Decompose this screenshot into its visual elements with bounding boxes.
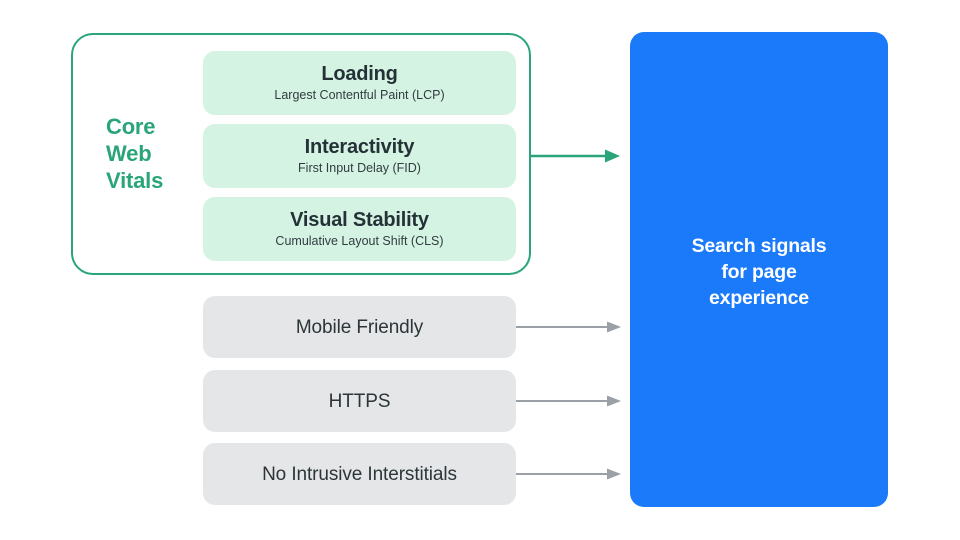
- signal-label-no-intrusive-interstitials: No Intrusive Interstitials: [262, 463, 457, 485]
- metric-title-interactivity: Interactivity: [304, 136, 415, 158]
- https-arrow-icon: [516, 395, 621, 407]
- core-web-vitals-group-label: Core Web Vitals: [106, 114, 164, 193]
- metric-subtitle-visual-stability: Cumulative Layout Shift (CLS): [275, 234, 444, 248]
- metric-card-interactivity: Interactivity First Input Delay (FID): [203, 124, 516, 188]
- signal-box-no-intrusive-interstitials: No Intrusive Interstitials: [203, 443, 516, 505]
- mobile-friendly-arrow-icon: [516, 321, 621, 333]
- no-intrusive-interstitials-arrow-icon: [516, 468, 621, 480]
- metric-card-loading: Loading Largest Contentful Paint (LCP): [203, 51, 516, 115]
- signal-box-https: HTTPS: [203, 370, 516, 432]
- signal-box-mobile-friendly: Mobile Friendly: [203, 296, 516, 358]
- core-web-vitals-arrow-icon: [529, 149, 620, 163]
- metric-subtitle-interactivity: First Input Delay (FID): [298, 161, 421, 175]
- metric-title-loading: Loading: [321, 63, 398, 85]
- metric-card-visual-stability: Visual Stability Cumulative Layout Shift…: [203, 197, 516, 261]
- metric-title-visual-stability: Visual Stability: [290, 209, 429, 231]
- metric-subtitle-loading: Largest Contentful Paint (LCP): [274, 88, 445, 102]
- outcome-panel-search-signals: Search signals for page experience: [630, 32, 888, 507]
- outcome-panel-text: Search signals for page experience: [691, 234, 827, 309]
- core-web-vitals-container: [71, 33, 531, 275]
- signal-label-https: HTTPS: [328, 390, 391, 412]
- signal-label-mobile-friendly: Mobile Friendly: [295, 316, 424, 338]
